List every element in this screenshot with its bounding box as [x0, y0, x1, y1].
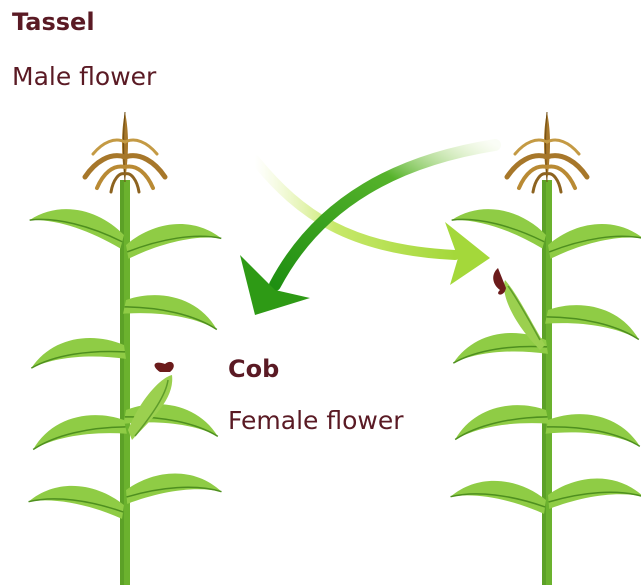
- tassel-title: Tassel: [12, 8, 95, 36]
- cob-icon: [128, 362, 174, 440]
- cob-subtitle: Female flower: [228, 406, 404, 435]
- corn-plant-icon: [28, 112, 222, 585]
- cob-title: Cob: [228, 355, 279, 383]
- tassel-subtitle: Male flower: [12, 62, 156, 91]
- curved-arrow-icon: [240, 145, 495, 315]
- corn-plant-icon: [450, 112, 641, 585]
